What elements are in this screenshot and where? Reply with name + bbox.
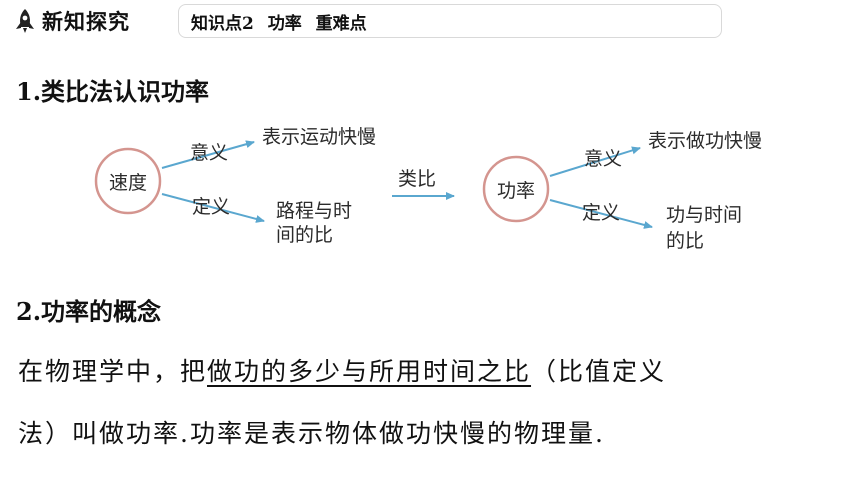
edge-label-analogy: 类比	[398, 168, 437, 190]
diagram-graphics	[94, 140, 653, 229]
arrow-speed-meaning	[161, 140, 255, 169]
para-text-post: （比值定义	[531, 357, 667, 386]
target-speed-definition-line1: 路程与时	[276, 200, 353, 222]
analogy-diagram: 速度 意义 表示运动快慢 定义 路程与时 间的比 类比 功率 意义 表示做功快慢…	[0, 110, 860, 270]
target-power-definition-line2: 的比	[666, 230, 705, 252]
rocket-icon	[16, 9, 34, 33]
edge-label-speed-meaning: 意义	[190, 142, 229, 164]
topic-bar: 知识点2 功率 重难点	[178, 4, 722, 38]
edge-label-power-definition: 定义	[582, 202, 621, 224]
section2-heading: 2.功率的概念	[16, 297, 162, 326]
target-speed-definition-line2: 间的比	[276, 224, 334, 246]
target-power-definition-line1: 功与时间	[666, 204, 743, 226]
arrow-power-meaning	[549, 146, 641, 177]
para-text-underlined: 做功的多少与所用时间之比	[207, 357, 532, 386]
target-speed-meaning: 表示运动快慢	[262, 126, 377, 148]
section1-heading: 1.类比法认识功率	[16, 77, 210, 106]
node-circle-speed	[94, 147, 162, 215]
target-power-meaning: 表示做功快慢	[648, 130, 763, 152]
edge-label-speed-definition: 定义	[192, 196, 231, 218]
arrow-power-definition	[549, 199, 653, 229]
node-speed: 速度	[108, 172, 147, 194]
para-text-pre: 在物理学中，把	[18, 357, 208, 386]
paragraph-line-1: 在物理学中，把做功的多少与所用时间之比（比值定义	[18, 352, 666, 388]
section-label: 新知探究	[42, 9, 130, 34]
node-power: 功率	[496, 180, 535, 202]
header-bar: 新知探究 知识点2 功率 重难点	[0, 0, 860, 40]
topic-title: 知识点2 功率 重难点	[191, 14, 367, 34]
paragraph-line-2: 法）叫做功率.功率是表示物体做功快慢的物理量.	[18, 419, 605, 448]
arrow-speed-definition	[161, 193, 265, 223]
edge-label-power-meaning: 意义	[584, 148, 623, 170]
node-circle-power	[482, 155, 550, 223]
